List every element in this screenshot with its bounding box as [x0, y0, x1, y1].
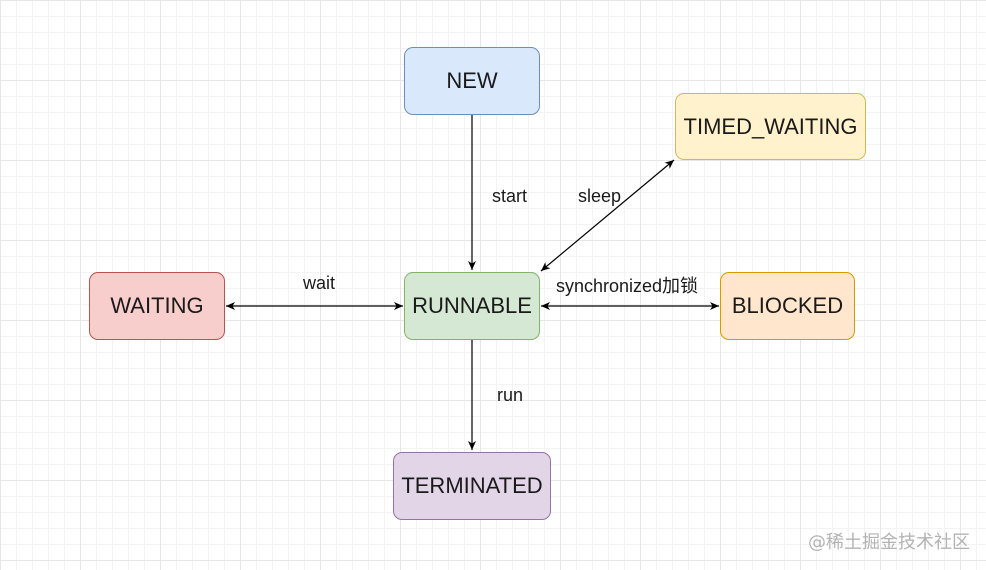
node-waiting[interactable]: WAITING	[89, 272, 225, 340]
edge-label-start: start	[492, 186, 528, 206]
edge-label-run: run	[497, 385, 524, 405]
node-timed-waiting[interactable]: TIMED_WAITING	[675, 93, 866, 160]
node-new[interactable]: NEW	[404, 47, 540, 115]
watermark: @稀土掘金技术社区	[808, 532, 970, 553]
edge-label-sleep: sleep	[578, 186, 622, 206]
edge-runnable-timed	[540, 159, 675, 272]
edge-label-wait: wait	[303, 273, 336, 293]
node-terminated[interactable]: TERMINATED	[393, 452, 551, 520]
node-blocked[interactable]: BLIOCKED	[720, 272, 855, 340]
edge-label-synchronized: synchronized加锁	[556, 276, 699, 296]
node-runnable[interactable]: RUNNABLE	[404, 272, 540, 340]
